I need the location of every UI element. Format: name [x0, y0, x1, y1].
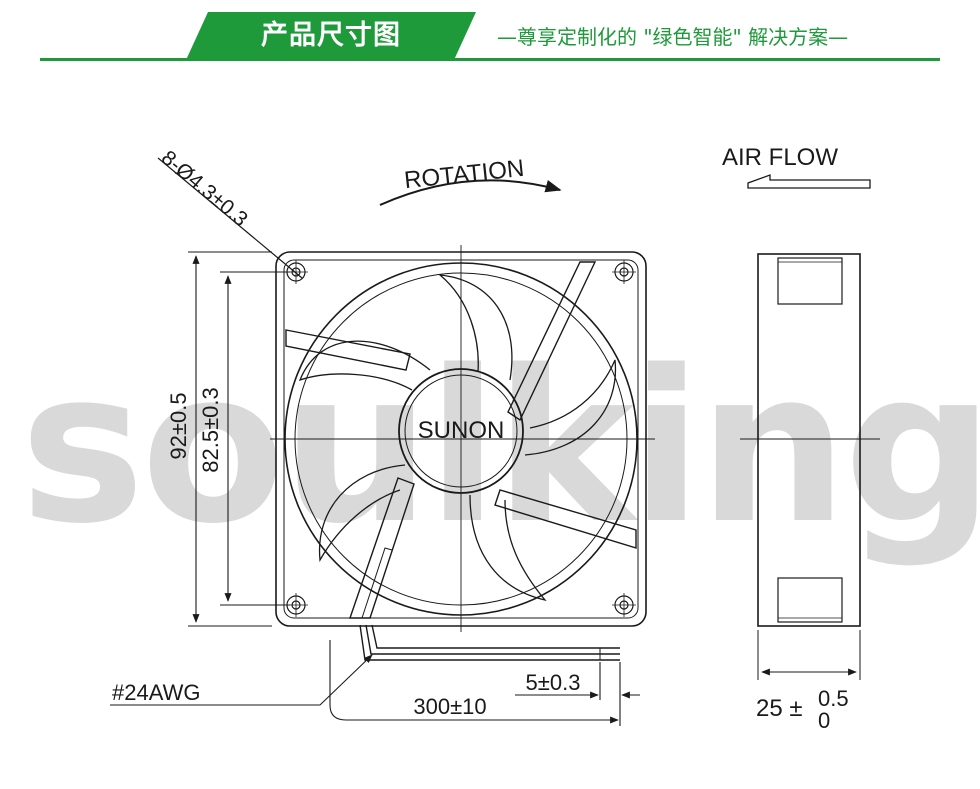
wire-gauge-label: #24AWG	[112, 680, 200, 705]
header-tab: 产品尺寸图	[186, 12, 476, 60]
hub-label: SUNON	[418, 417, 505, 444]
strip-length-label: 5±0.3	[526, 670, 581, 695]
thickness-upper-label: 0.5	[818, 686, 849, 711]
lead-length-label: 300±10	[413, 694, 486, 719]
dimension-drawing: soulking	[20, 144, 980, 733]
airflow-arrow	[747, 174, 871, 189]
hole-spec-label: 8-Ø4.3±0.3	[157, 146, 252, 231]
header-slogan: —尊享定制化的 "绿色智能" 解决方案—	[497, 25, 849, 49]
header-tab-shape	[186, 12, 476, 60]
outer-size-label: 92±0.5	[166, 392, 191, 459]
thickness-base-label: 25 ±	[756, 695, 803, 722]
header-title: 产品尺寸图	[261, 20, 401, 51]
section-header: 产品尺寸图 —尊享定制化的 "绿色智能" 解决方案—	[0, 0, 980, 70]
header-underline	[40, 58, 940, 61]
watermark-text: soulking	[20, 325, 980, 570]
hole-pitch-label: 82.5±0.3	[198, 387, 223, 472]
rotation-label: ROTATION	[403, 155, 526, 194]
thickness-lower-label: 0	[818, 708, 830, 733]
fan-side-view	[740, 253, 880, 680]
airflow-label: AIR FLOW	[722, 144, 838, 171]
